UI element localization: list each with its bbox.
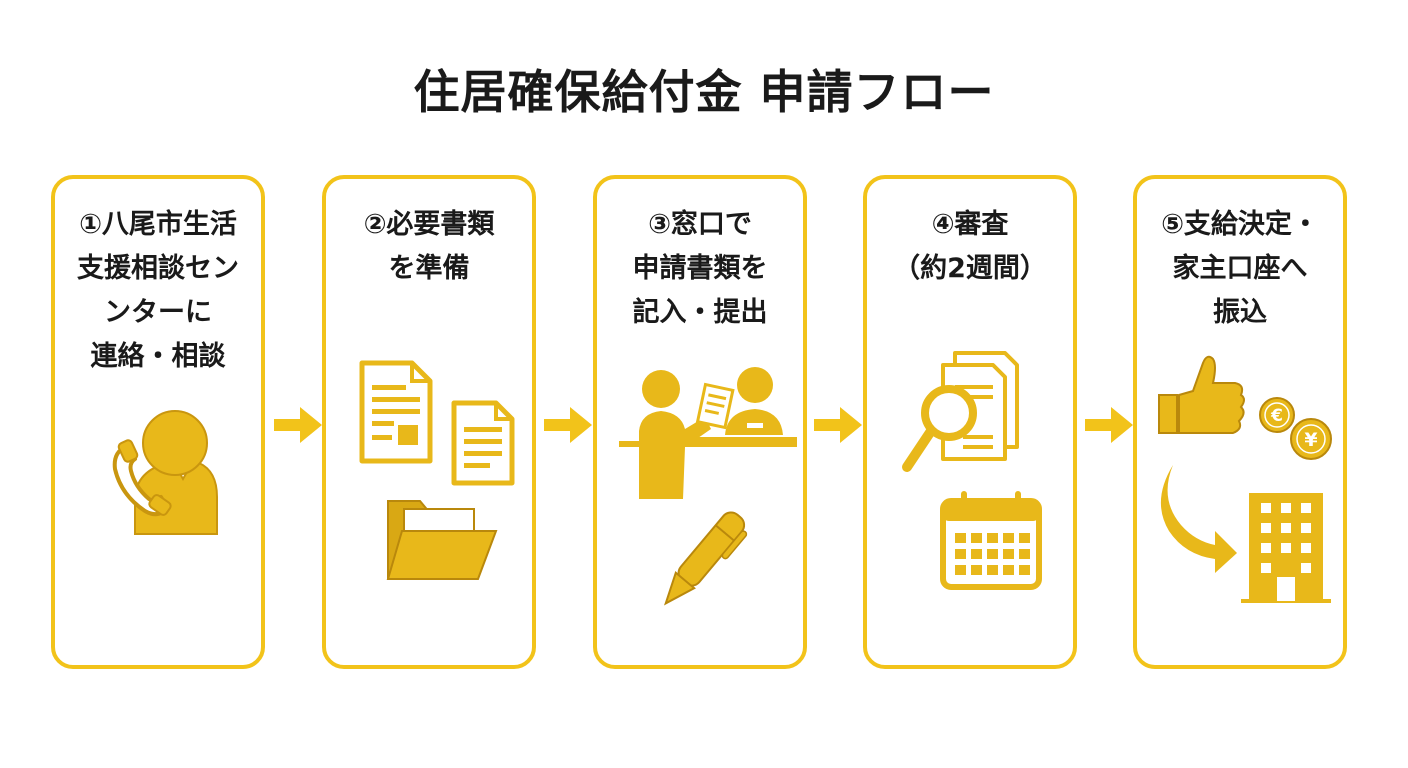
folder-icon <box>386 500 498 580</box>
step-title-3: ③窓口で 申請書類を 記入・提出 <box>632 209 768 328</box>
counter-reception-icon <box>619 367 797 499</box>
step-card-4: ④審査 （約2週間） <box>863 175 1077 669</box>
curved-arrow-icon <box>1160 465 1237 573</box>
right-arrow-icon <box>1085 407 1133 443</box>
building-icon <box>1241 493 1331 603</box>
page-title: 住居確保給付金 申請フロー <box>413 65 995 119</box>
document-icon <box>451 400 515 486</box>
step-title-4: ④審査 （約2週間） <box>893 209 1047 284</box>
step-card-3: ③窓口で 申請書類を 記入・提出 <box>593 175 807 669</box>
step-title-1: ①八尾市生活 支援相談セン ンターに 連絡・相談 <box>77 209 239 372</box>
step-card-5: ⑤支給決定・ 家主口座へ 振込 € ¥ <box>1133 175 1347 669</box>
counter-pen-illustration <box>619 367 797 606</box>
step-card-2: ②必要書類 を準備 <box>322 175 536 669</box>
magnifier-documents-icon <box>902 351 1019 472</box>
step-title-5: ⑤支給決定・ 家主口座へ 振込 <box>1161 209 1319 328</box>
calendar-icon <box>940 491 1042 590</box>
payment-illustration: € ¥ <box>1158 355 1332 603</box>
yen-coin-icon: ¥ <box>1290 418 1332 460</box>
person-phone-icon <box>112 410 218 535</box>
pen-icon <box>663 511 748 606</box>
thumbs-up-icon <box>1158 355 1245 434</box>
step-title-2: ②必要書類 を準備 <box>363 209 495 284</box>
documents-folder-illustration <box>359 360 515 580</box>
svg-text:€: € <box>1270 406 1283 426</box>
right-arrow-icon <box>814 407 862 443</box>
step-card-1: ①八尾市生活 支援相談セン ンターに 連絡・相談 <box>51 175 265 669</box>
right-arrow-icon <box>544 407 592 443</box>
svg-text:¥: ¥ <box>1304 429 1317 451</box>
right-arrow-icon <box>274 407 322 443</box>
euro-coin-icon: € <box>1259 397 1295 433</box>
document-icon <box>359 360 433 464</box>
review-illustration <box>902 351 1042 590</box>
